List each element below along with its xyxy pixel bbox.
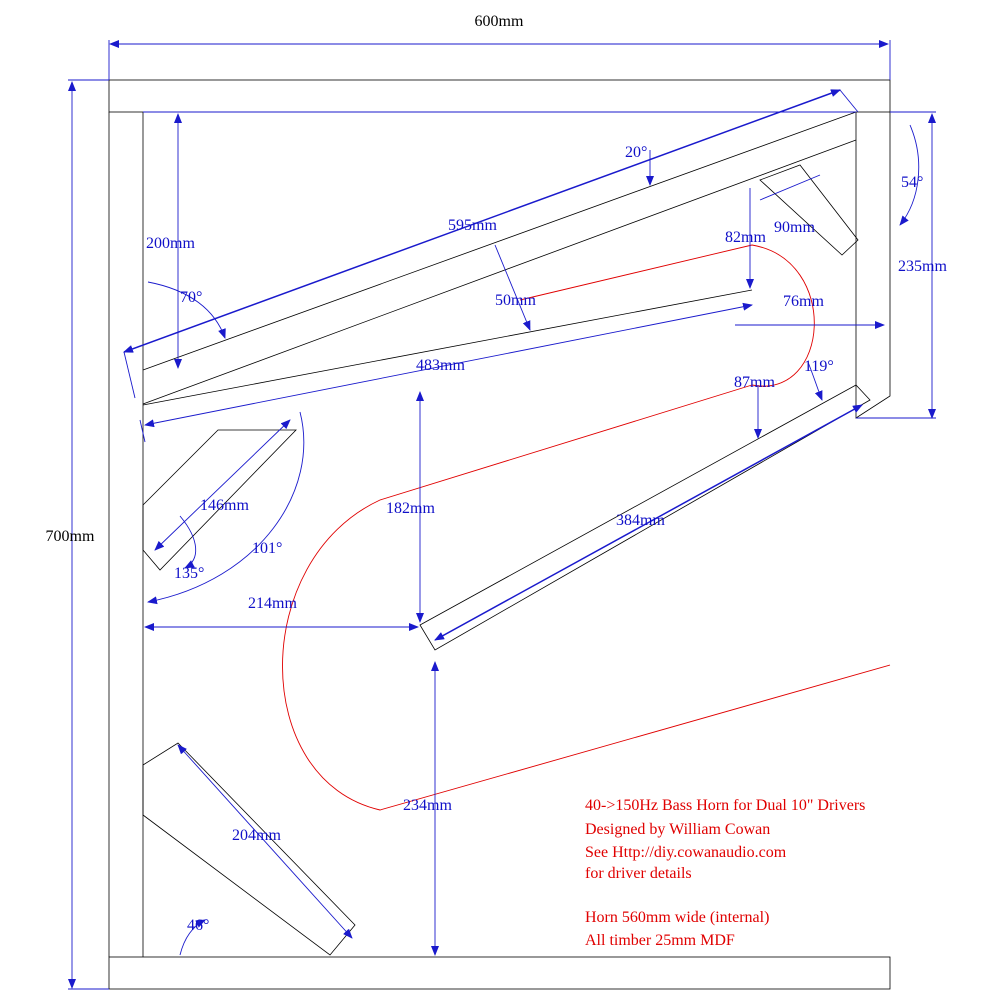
dim-182mm: 182mm [386, 500, 435, 517]
dim-82mm: 82mm [725, 229, 766, 246]
dim-146mm: 146mm [200, 497, 249, 514]
dim-90mm: 90mm [774, 219, 815, 236]
angle-46: 46° [187, 917, 209, 934]
dim-235mm: 235mm [898, 258, 947, 275]
dim-595mm: 595mm [448, 217, 497, 234]
dimension-labels: 600mm 700mm 200mm 70° 595mm 20° 50mm 82m… [46, 13, 948, 934]
dim-204mm: 204mm [232, 827, 281, 844]
dim-76mm: 76mm [783, 293, 824, 310]
dim-384mm: 384mm [616, 512, 665, 529]
note-title: 40->150Hz Bass Horn for Dual 10" Drivers [585, 797, 865, 814]
dim-200mm: 200mm [146, 235, 195, 252]
dim-50mm: 50mm [495, 292, 536, 309]
note-designer: Designed by William Cowan [585, 821, 770, 838]
note-horn-width: Horn 560mm wide (internal) [585, 909, 769, 926]
angle-119: 119° [804, 358, 834, 375]
angle-20: 20° [625, 144, 647, 161]
angle-135: 135° [174, 565, 204, 582]
dim-214mm: 214mm [248, 595, 297, 612]
horn-path [282, 244, 891, 811]
angle-54: 54° [901, 174, 923, 191]
overall-width-label: 600mm [475, 13, 524, 30]
dimension-lines [68, 40, 936, 990]
angle-70: 70° [180, 289, 202, 306]
note-timber: All timber 25mm MDF [585, 932, 735, 949]
note-driver-details: for driver details [585, 865, 692, 882]
dim-87mm: 87mm [734, 374, 775, 391]
dim-234mm: 234mm [403, 797, 452, 814]
design-notes: 40->150Hz Bass Horn for Dual 10" Drivers… [585, 797, 865, 949]
overall-height-label: 700mm [46, 528, 95, 545]
angle-101: 101° [252, 540, 282, 557]
note-website: See Http://diy.cowanaudio.com [585, 844, 787, 861]
dim-483mm: 483mm [416, 357, 465, 374]
